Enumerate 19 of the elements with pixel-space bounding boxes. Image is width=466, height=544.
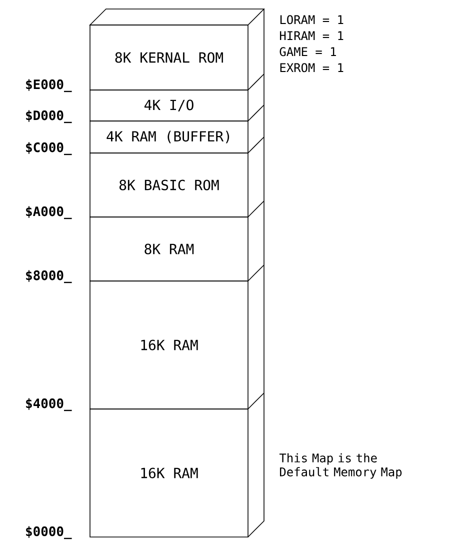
address-label: $8000_ bbox=[26, 270, 72, 284]
memory-block: 16K RAM bbox=[90, 280, 248, 410]
signal-label: GAME = 1 bbox=[280, 47, 336, 56]
signal-label: HIRAM = 1 bbox=[280, 31, 344, 40]
address-label: $A000_ bbox=[26, 206, 72, 220]
memory-block: 8K RAM bbox=[90, 216, 248, 282]
note: This Map is the Default Memory Map bbox=[279, 453, 402, 479]
address-label: $E000_ bbox=[26, 79, 72, 92]
signal-label: LORAM = 1 bbox=[280, 15, 344, 24]
memory-block: 4K I/O bbox=[90, 90, 248, 122]
memory-block: 16K RAM bbox=[90, 408, 248, 538]
memory-block: 8K BASIC ROM bbox=[90, 152, 248, 218]
address-label: $0000_ bbox=[26, 526, 72, 540]
signal-label: EXROM = 1 bbox=[280, 63, 344, 72]
address-label: $C000_ bbox=[26, 142, 72, 156]
address-label: $D000_ bbox=[26, 110, 72, 124]
memory-block: 4K RAM (BUFFER) bbox=[90, 120, 248, 154]
address-label: $4000_ bbox=[26, 398, 72, 412]
memory-block: 8K KERNAL ROM bbox=[90, 24, 248, 90]
